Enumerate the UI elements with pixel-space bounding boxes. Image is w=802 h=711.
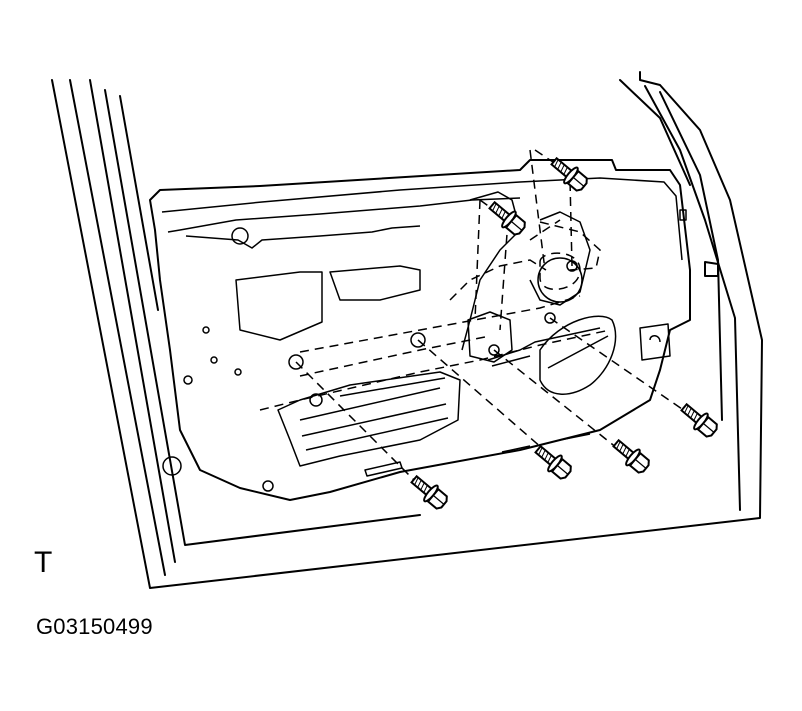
figure-code: G03150499 [36, 614, 153, 639]
hidden-parts-dashed [259, 149, 611, 411]
bolt-right-edge [680, 402, 718, 438]
bolt-lower-right [612, 438, 650, 474]
bolt-leader-lines [295, 179, 699, 499]
bolt-upper-center [488, 200, 526, 236]
bolt-top-right [550, 156, 588, 192]
window-regulator [288, 191, 601, 407]
bolts-layer [410, 156, 718, 510]
view-label: T [34, 546, 53, 579]
bolt-lower-left [410, 474, 448, 510]
door-inner-panel [149, 159, 691, 501]
bolt-lower-center [534, 444, 572, 480]
door-outer-frame [51, 71, 763, 589]
